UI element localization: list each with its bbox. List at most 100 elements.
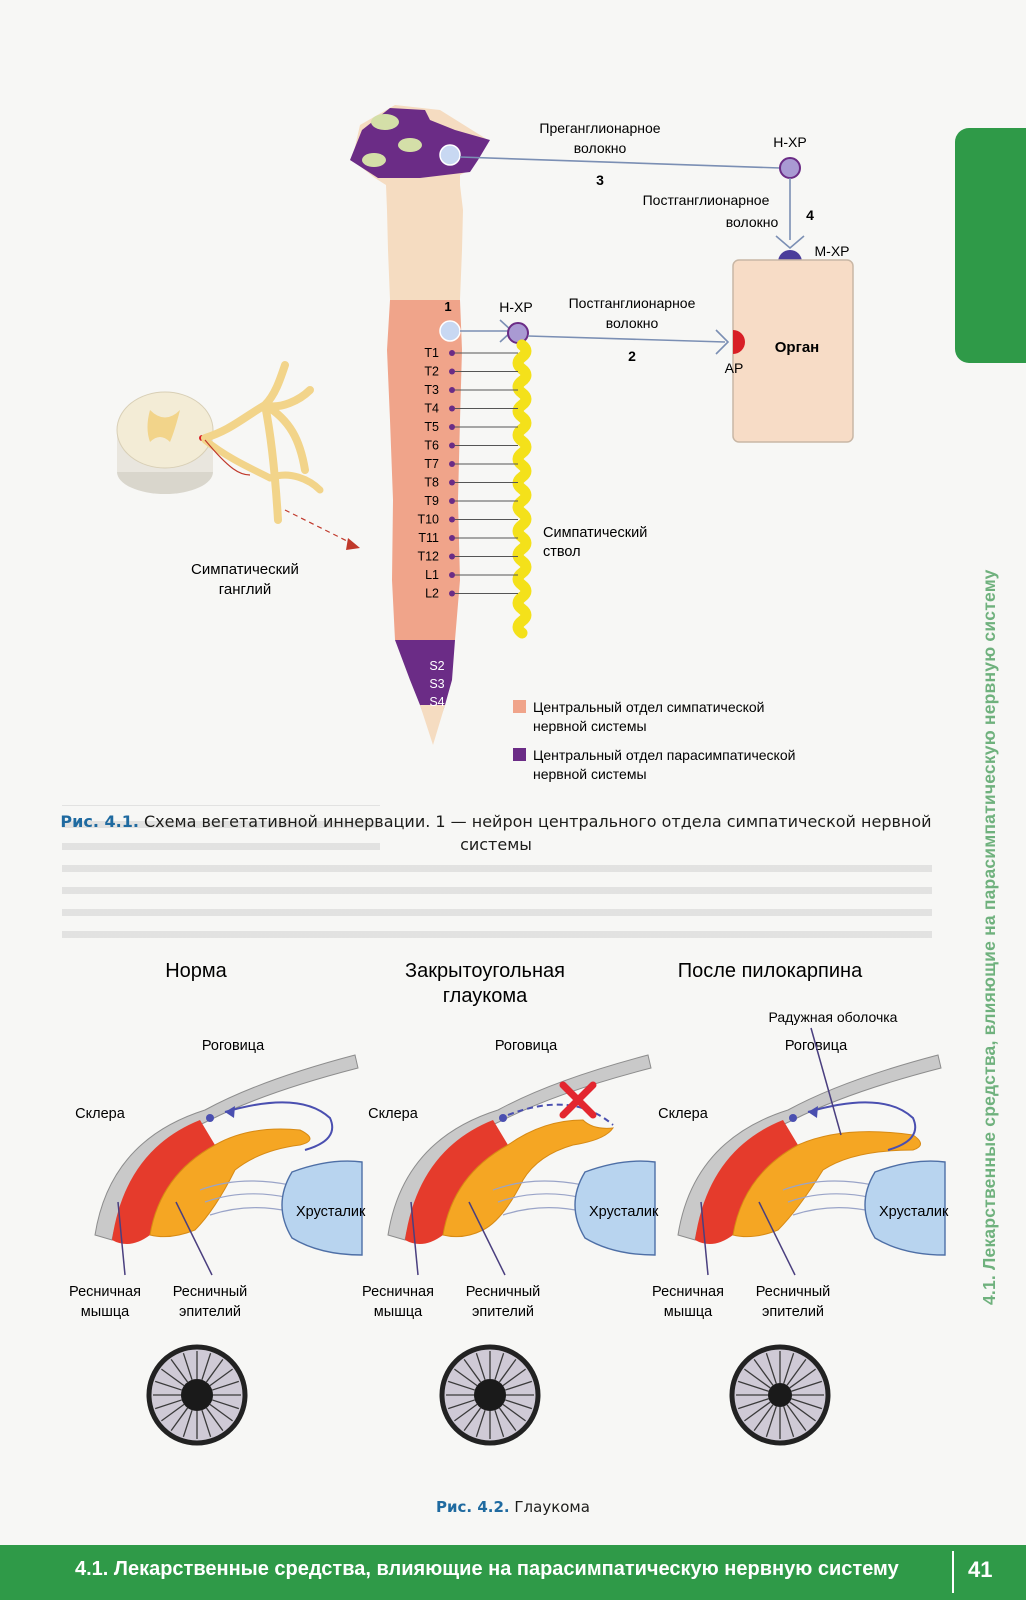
- sympathetic-neuron-1: [439, 320, 461, 342]
- flow-arrowhead: [808, 1106, 818, 1118]
- trunk-label-2: ствол: [543, 544, 581, 560]
- caption-label: Рис. 4.1.: [60, 812, 139, 831]
- aqueous-flow: [224, 1101, 334, 1151]
- segment-dot: [449, 572, 455, 578]
- iris-radial-line: [463, 1407, 482, 1431]
- segment-dot: [449, 424, 455, 430]
- trabecular-point: [789, 1114, 797, 1122]
- cord-sacral-parasympathetic: [395, 640, 455, 740]
- postganglionic-label-top: Постганглионарное: [643, 192, 770, 208]
- sclera-label: Склера: [368, 1106, 419, 1122]
- flow-arrowhead: [225, 1106, 235, 1118]
- postganglionic-fiber-label-top: волокно: [726, 214, 779, 230]
- m-cholinoreceptor: [778, 250, 802, 262]
- iris-radial-line: [170, 1407, 189, 1431]
- iris-ciliary-body: [442, 1119, 615, 1238]
- iris-radial-line: [212, 1399, 240, 1410]
- iris-radial-line: [502, 1368, 526, 1387]
- postganglionic-label-mid: Постганглионарное: [569, 295, 696, 311]
- iris-radial-line: [454, 1403, 478, 1422]
- iris-radial-line: [201, 1352, 212, 1380]
- iris-label: Радужная оболочка: [769, 1009, 898, 1025]
- iris-radial-line: [454, 1368, 478, 1387]
- segment-label: T12: [417, 550, 439, 564]
- figure-caption-4-2: Рис. 4.2. Глаукома: [0, 1498, 1026, 1516]
- segment-dot: [449, 498, 455, 504]
- segment-dot: [449, 387, 455, 393]
- glaucoma-panel: ЗакрытоугольнаяглаукомаРоговицаСклераХру…: [362, 960, 659, 1446]
- segment-label: T11: [418, 531, 439, 545]
- legend-swatch-sympathetic: [513, 700, 526, 713]
- iris-radial-line: [209, 1368, 233, 1387]
- pupil: [474, 1379, 506, 1411]
- m-cholinoreceptor-label: М-ХР: [815, 243, 850, 259]
- segment-label: T8: [424, 476, 439, 490]
- sclera-label: Склера: [75, 1106, 126, 1122]
- iris-radial-line: [791, 1398, 823, 1410]
- iris-radial-line: [182, 1352, 193, 1380]
- cornea-label: Роговица: [202, 1038, 265, 1054]
- segment-label: T9: [424, 494, 439, 508]
- muscle-label-1: Ресничная: [362, 1284, 434, 1300]
- preganglionic-fiber-line: [459, 156, 781, 169]
- iris-radial-line: [783, 1406, 795, 1438]
- segment-dot: [449, 479, 455, 486]
- iris-radial-line: [205, 1407, 224, 1431]
- muscle-pointer: [410, 1201, 419, 1276]
- iris-radial-line: [447, 1380, 475, 1391]
- segment-label: T2: [424, 365, 439, 379]
- segment-label: T4: [424, 402, 439, 416]
- page-footer: 4.1. Лекарственные средства, влияющие на…: [0, 1545, 1026, 1600]
- trunk-label-1: Симпатический: [543, 525, 647, 541]
- muscle-pointer: [700, 1201, 709, 1276]
- epithelium-pointer: [758, 1201, 796, 1276]
- iris-radial-line: [791, 1380, 823, 1392]
- caption-label: Рис. 4.2.: [436, 1498, 510, 1516]
- segment-dot: [449, 590, 455, 597]
- segment-label: T3: [424, 383, 439, 397]
- nucleus-cell: [362, 153, 386, 167]
- iris-radial-line: [744, 1368, 771, 1389]
- iris-radial-line: [786, 1404, 807, 1431]
- caption-text: Глаукома: [509, 1498, 590, 1516]
- iris-radial-line: [737, 1398, 769, 1410]
- glaucoma-panel: После пилокарпинаРоговицаСклераХрусталик…: [652, 960, 949, 1446]
- nucleus-cell: [371, 114, 399, 130]
- segment-label: L1: [425, 568, 439, 582]
- epithelium-label-2: эпителий: [472, 1304, 534, 1320]
- muscle-label-2: мышца: [81, 1304, 130, 1320]
- iris-radial-line: [201, 1410, 212, 1438]
- n-cholinoreceptor-top: Н-ХР: [773, 134, 806, 150]
- panel-title-2: глаукома: [443, 985, 528, 1007]
- legend-parasympathetic-2: нервной системы: [533, 766, 647, 782]
- cord-tip: [420, 705, 445, 745]
- number-4: 4: [806, 207, 814, 223]
- segment-dot: [449, 535, 455, 541]
- adrenoreceptor: [733, 330, 745, 354]
- glaucoma-panel: НормаРоговицаСклераХрусталикРесничнаямыш…: [69, 960, 366, 1446]
- segment-dot: [449, 442, 455, 449]
- sclera-label: Склера: [658, 1106, 709, 1122]
- cord-sympathetic: [387, 300, 462, 640]
- iris-ciliary-body: [732, 1131, 921, 1238]
- aqueous-flow: [807, 1101, 917, 1151]
- muscle-label-1: Ресничная: [69, 1284, 141, 1300]
- sympathetic-trunk: [512, 339, 532, 639]
- iris-radial-line: [498, 1407, 517, 1431]
- ciliary-muscle: [112, 1120, 215, 1244]
- iris-radial-line: [502, 1403, 526, 1422]
- iris-radial-line: [161, 1403, 185, 1422]
- epithelium-label-1: Ресничный: [756, 1284, 831, 1300]
- iris-radial-line: [505, 1399, 533, 1410]
- nucleus-cell: [398, 138, 422, 152]
- pupil: [181, 1379, 213, 1411]
- iris-radial-line: [182, 1410, 193, 1438]
- ciliary-muscle: [405, 1120, 508, 1244]
- postganglionic-path: [284, 509, 356, 546]
- muscle-pointer: [117, 1201, 126, 1276]
- epithelium-label-2: эпителий: [762, 1304, 824, 1320]
- ciliary-muscle: [695, 1120, 798, 1244]
- iris-radial-line: [209, 1403, 233, 1422]
- muscle-label-2: мышца: [374, 1304, 423, 1320]
- iris-radial-line: [154, 1380, 182, 1391]
